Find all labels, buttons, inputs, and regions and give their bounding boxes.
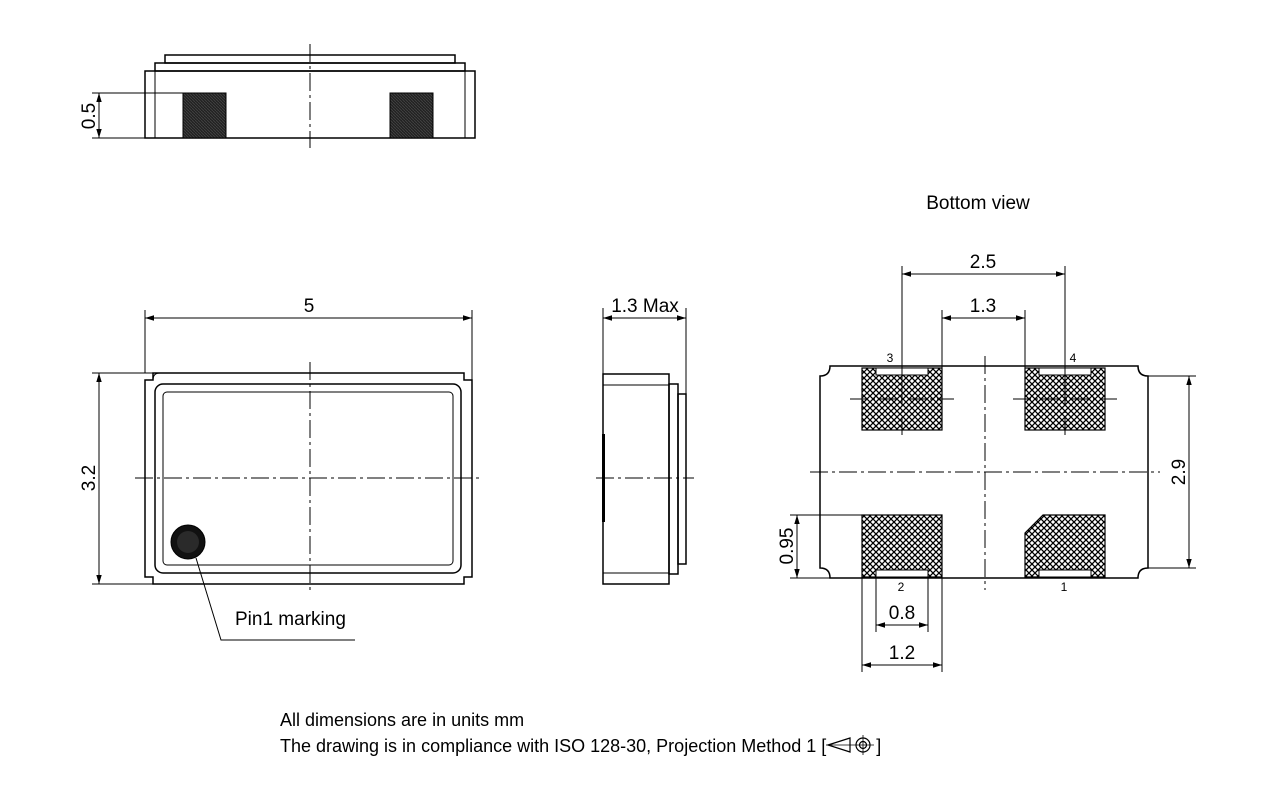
first-angle-projection-icon xyxy=(826,735,875,755)
side-view-top: 0.5 xyxy=(79,44,476,148)
dim-pad-height: 0.95 xyxy=(777,528,798,565)
side-view-profile: 1.3 Max xyxy=(596,296,694,585)
pin-number-4: 4 xyxy=(1070,351,1077,365)
units-text: All dimensions are in units mm xyxy=(280,710,525,730)
pin-number-1: 1 xyxy=(1061,580,1068,594)
dim-width: 3.2 xyxy=(79,465,100,491)
pin-number-2: 2 xyxy=(898,580,905,594)
dim-length: 5 xyxy=(304,296,315,317)
bottom-view: Bottom view 3 4 2 1 2.5 1.3 xyxy=(777,193,1196,672)
dim-pad-width: 1.2 xyxy=(889,643,915,664)
compliance-end-text: ] xyxy=(876,736,882,756)
dim-pad-inner-width: 0.8 xyxy=(889,603,915,624)
pad-1 xyxy=(1024,514,1106,578)
bottom-view-title: Bottom view xyxy=(926,193,1030,214)
top-view: Pin1 marking 5 3.2 xyxy=(79,296,482,641)
side-pad-right xyxy=(389,92,434,139)
dim-height-max: 1.3 Max xyxy=(611,296,679,317)
pad-2 xyxy=(861,514,943,578)
pin1-marking-label: Pin1 marking xyxy=(235,609,346,630)
dim-pad-outer-span: 2.5 xyxy=(970,252,996,273)
dim-side-pad-height: 0.5 xyxy=(79,103,100,129)
compliance-text: The drawing is in compliance with ISO 12… xyxy=(280,736,827,756)
dim-pad-vertical-span: 2.9 xyxy=(1169,459,1190,485)
compliance-note: The drawing is in compliance with ISO 12… xyxy=(280,735,881,757)
side-pad-left xyxy=(182,92,227,139)
units-note: All dimensions are in units mm xyxy=(280,709,524,731)
dim-pad-inner-gap: 1.3 xyxy=(970,296,996,317)
pin-number-3: 3 xyxy=(887,351,894,365)
